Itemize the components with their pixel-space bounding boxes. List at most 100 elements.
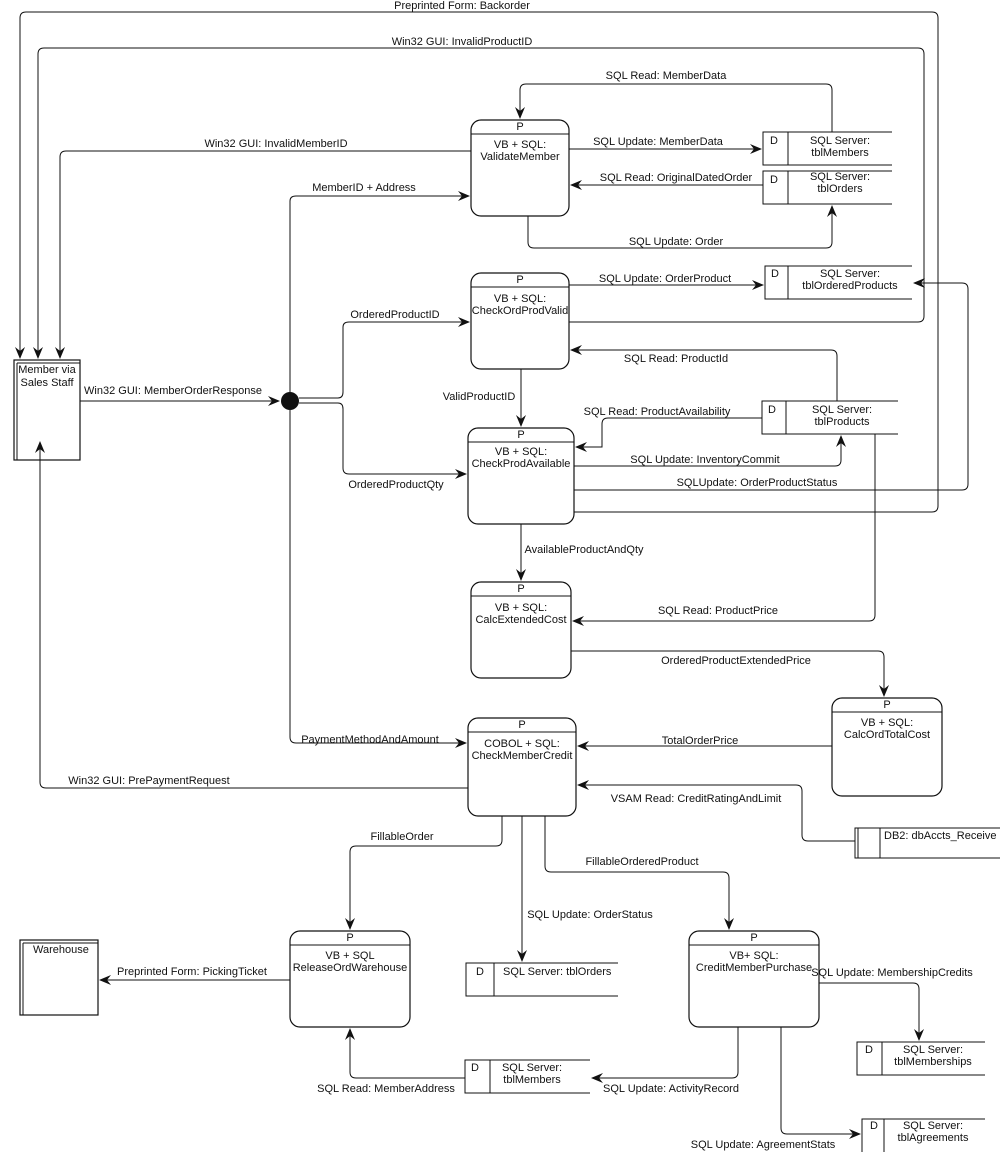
member-label-line1: Member via: [18, 364, 76, 376]
process-validate-member[interactable]: P VB + SQL: ValidateMember: [470, 119, 570, 217]
store-line2: tblOrders: [817, 183, 863, 195]
flow-ordered-product-extended-price: OrderedProductExtendedPrice: [571, 650, 889, 697]
flow-valid-product-id: ValidProductID: [443, 369, 526, 427]
flow-invalid-member-id: Win32 GUI: InvalidMemberID: [55, 138, 471, 359]
flow-label: SQL Update: ActivityRecord: [603, 1083, 739, 1095]
process-tag: P: [346, 932, 353, 944]
store-tag: D: [771, 268, 779, 280]
store-line2: tblMembers: [503, 1074, 561, 1086]
flow-sql-update-member-data: SQL Update: MemberData: [569, 136, 762, 154]
flow-label: OrderedProductQty: [348, 479, 444, 491]
process-calc-extended-cost[interactable]: P VB + SQL: CalcExtendedCost: [470, 581, 572, 679]
flow-label: SQL Update: InventoryCommit: [630, 454, 779, 466]
flow-sql-update-order-status: SQL Update: OrderStatus: [517, 816, 653, 962]
store-tag: D: [865, 1044, 873, 1056]
process-tech: VB + SQL:: [494, 293, 546, 305]
process-calc-ord-total-cost[interactable]: P VB + SQL: CalcOrdTotalCost: [831, 697, 943, 797]
flow-fillable-ordered-product: FillableOrderedProduct: [544, 816, 734, 930]
flow-label: SQL Update: OrderStatus: [527, 909, 653, 921]
store-line2: tblMembers: [811, 147, 869, 159]
flow-ordered-product-id: OrderedProductID: [299, 309, 470, 399]
store-line1: DB2: dbAccts_Receive: [884, 830, 997, 842]
store-tag: D: [471, 1062, 479, 1074]
flow-picking-ticket: Preprinted Form: PickingTicket: [99, 966, 290, 985]
flow-label: SQL Read: ProductPrice: [658, 605, 778, 617]
store-tag: D: [768, 404, 776, 416]
process-check-ord-prod-valid[interactable]: P VB + SQL: CheckOrdProdValid: [470, 272, 570, 370]
external-member-sales-staff[interactable]: Member via Sales Staff: [13, 359, 81, 461]
flow-label: FillableOrderedProduct: [585, 856, 698, 868]
process-check-prod-available[interactable]: P VB + SQL: CheckProdAvailable: [467, 427, 575, 525]
store-line1: SQL Server:: [810, 135, 870, 147]
flow-label: SQL Read: ProductAvailability: [584, 406, 731, 418]
flow-member-id-address: MemberID + Address: [289, 182, 470, 392]
store-tbl-orders-bottom[interactable]: D SQL Server: tblOrders: [465, 962, 618, 997]
store-line2: tblProducts: [814, 416, 870, 428]
flow-sql-read-product-price: SQL Read: ProductPrice: [572, 434, 876, 626]
flow-sql-update-inventory-commit: SQL Update: InventoryCommit: [574, 435, 846, 467]
flow-sql-read-product-id: SQL Read: ProductId: [570, 345, 838, 401]
flow-label: SQL Read: ProductId: [624, 353, 728, 365]
store-tbl-products[interactable]: D SQL Server: tblProducts: [761, 400, 898, 435]
process-tech: VB + SQL: [325, 950, 374, 962]
process-check-member-credit[interactable]: P COBOL + SQL: CheckMemberCredit: [467, 717, 577, 817]
process-name: ValidateMember: [480, 151, 560, 163]
store-tbl-agreements[interactable]: D SQL Server: tblAgreements: [861, 1118, 985, 1152]
store-line1: SQL Server:: [812, 404, 872, 416]
store-tbl-orders-top[interactable]: D SQL Server: tblOrders: [762, 170, 892, 205]
store-line2: tblMemberships: [894, 1056, 972, 1068]
store-tag: D: [770, 135, 778, 147]
warehouse-label: Warehouse: [33, 944, 89, 956]
flow-label: TotalOrderPrice: [662, 735, 738, 747]
process-tech: VB+ SQL:: [729, 950, 778, 962]
store-tag: D: [476, 966, 484, 978]
flow-label: PaymentMethodAndAmount: [301, 734, 439, 746]
process-tech: VB + SQL:: [494, 139, 546, 151]
flow-fillable-order: FillableOrder: [345, 816, 503, 930]
flow-sql-update-agreement-stats: SQL Update: AgreementStats: [691, 1027, 861, 1151]
flow-label: SQL Update: Order: [629, 236, 724, 248]
flow-member-order-response: Win32 GUI: MemberOrderResponse: [80, 385, 280, 406]
store-tbl-ordered-products[interactable]: D SQL Server: tblOrderedProducts: [764, 265, 912, 300]
flow-available-product-and-qty: AvailableProductAndQty: [516, 524, 644, 581]
process-name: CheckProdAvailable: [472, 458, 571, 470]
store-tbl-members-bottom[interactable]: D SQL Server: tblMembers: [464, 1059, 590, 1094]
process-tech: VB + SQL:: [495, 602, 547, 614]
flow-sql-read-original-dated-order: SQL Read: OriginalDatedOrder: [570, 172, 763, 190]
flow-label: SQL Update: MembershipCredits: [811, 967, 973, 979]
flow-sql-update-membership-credits: SQL Update: MembershipCredits: [811, 967, 973, 1041]
store-tbl-memberships[interactable]: D SQL Server: tblMemberships: [856, 1041, 985, 1076]
flow-label: SQL Update: MemberData: [593, 136, 724, 148]
flow-ordered-product-qty: OrderedProductQty: [299, 402, 467, 491]
process-tag: P: [517, 429, 524, 441]
store-tbl-members-top[interactable]: D SQL Server: tblMembers: [762, 131, 892, 166]
flow-payment-method-and-amount: PaymentMethodAndAmount: [289, 410, 467, 748]
store-db-accts-receive[interactable]: DB2: dbAccts_Receive: [854, 827, 1000, 859]
process-release-ord-warehouse[interactable]: P VB + SQL ReleaseOrdWarehouse: [289, 930, 411, 1028]
process-name: ReleaseOrdWarehouse: [293, 962, 408, 974]
flow-sql-update-order-product-status: SQLUpdate: OrderProductStatus: [574, 278, 969, 491]
flow-invalid-product-id: Win32 GUI: InvalidProductID: [33, 36, 925, 359]
store-line1: SQL Server:: [810, 171, 870, 183]
flow-sql-read-product-availability: SQL Read: ProductAvailability: [575, 406, 762, 452]
process-credit-member-purchase[interactable]: P VB+ SQL: CreditMemberPurchase: [688, 930, 820, 1028]
flow-pre-payment-request: Win32 GUI: PrePaymentRequest: [35, 441, 468, 789]
flow-sql-read-member-address: SQL Read: MemberAddress: [317, 1028, 465, 1095]
flow-label: Preprinted Form: Backorder: [394, 0, 530, 12]
flow-label: SQL Read: MemberData: [606, 70, 728, 82]
external-warehouse[interactable]: Warehouse: [19, 939, 99, 1016]
flow-label: Win32 GUI: PrePaymentRequest: [68, 775, 229, 787]
flow-sql-read-member-data: SQL Read: MemberData: [515, 70, 833, 132]
flow-label: SQLUpdate: OrderProductStatus: [677, 477, 838, 489]
flow-label: Preprinted Form: PickingTicket: [117, 966, 267, 978]
flow-label: FillableOrder: [371, 831, 434, 843]
flow-label: SQL Update: OrderProduct: [599, 273, 731, 285]
flow-backorder: Preprinted Form: Backorder: [15, 0, 939, 513]
flow-vsam-read-credit: VSAM Read: CreditRatingAndLimit: [577, 780, 855, 842]
flow-sql-update-order-product: SQL Update: OrderProduct: [569, 273, 764, 290]
store-line2: tblAgreements: [898, 1132, 969, 1144]
flow-label: AvailableProductAndQty: [524, 544, 644, 556]
process-tag: P: [516, 121, 523, 133]
process-tech: COBOL + SQL:: [484, 738, 560, 750]
